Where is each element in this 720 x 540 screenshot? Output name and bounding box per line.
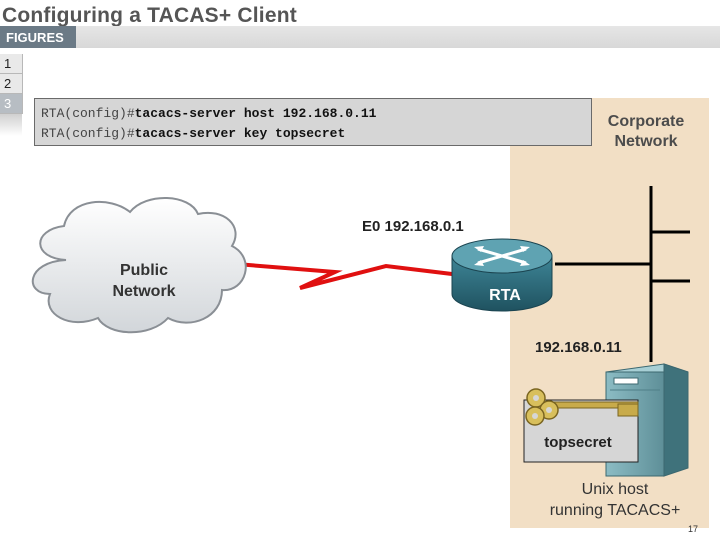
figures-button[interactable]: FIGURES [0, 26, 76, 48]
public-network-line-2: Network [112, 283, 176, 300]
server-caption-line-2: running TACACS+ [549, 502, 681, 519]
command-text: tacacs-server host 192.168.0.11 [134, 106, 377, 121]
router-interface-label: E0 192.168.0.1 [362, 218, 464, 235]
public-network-line-1: Public [119, 262, 168, 279]
corporate-network-label: Corporate Network [590, 112, 702, 152]
command-line-1: RTA(config)#tacacs-server host 192.168.0… [41, 105, 591, 125]
key-icon [525, 388, 639, 426]
key-label: topsecret [544, 434, 612, 451]
server-ip-label: 192.168.0.11 [535, 339, 622, 356]
figure-tab-1[interactable]: 1 [0, 54, 23, 74]
command-prompt: RTA(config)# [41, 106, 135, 121]
figure-tab-3[interactable]: 3 [0, 94, 23, 114]
command-line-2: RTA(config)#tacacs-server key topsecret [41, 125, 591, 145]
tab-shadow [0, 114, 22, 136]
corporate-network-line-1: Corporate [607, 113, 685, 130]
figure-tab-2[interactable]: 2 [0, 74, 23, 94]
corporate-network-line-2: Network [614, 133, 678, 150]
command-text: tacacs-server key topsecret [134, 126, 346, 141]
router-icon [451, 238, 553, 312]
cloud-icon [31, 197, 247, 334]
figures-bar [0, 26, 720, 48]
server-caption-line-1: Unix host [581, 481, 649, 498]
command-box: RTA(config)#tacacs-server host 192.168.0… [34, 98, 592, 146]
router-name-label: RTA [489, 287, 521, 304]
server-caption: Unix host running TACACS+ [520, 479, 710, 521]
serial-link [235, 262, 453, 290]
page-number: 17 [687, 524, 698, 534]
page-title: Configuring a TACAS+ Client [2, 4, 297, 27]
figure-tabs: 1 2 3 [0, 54, 24, 136]
command-prompt: RTA(config)# [41, 126, 135, 141]
public-network-label: Public Network [94, 260, 194, 302]
figures-button-label: FIGURES [6, 30, 64, 45]
